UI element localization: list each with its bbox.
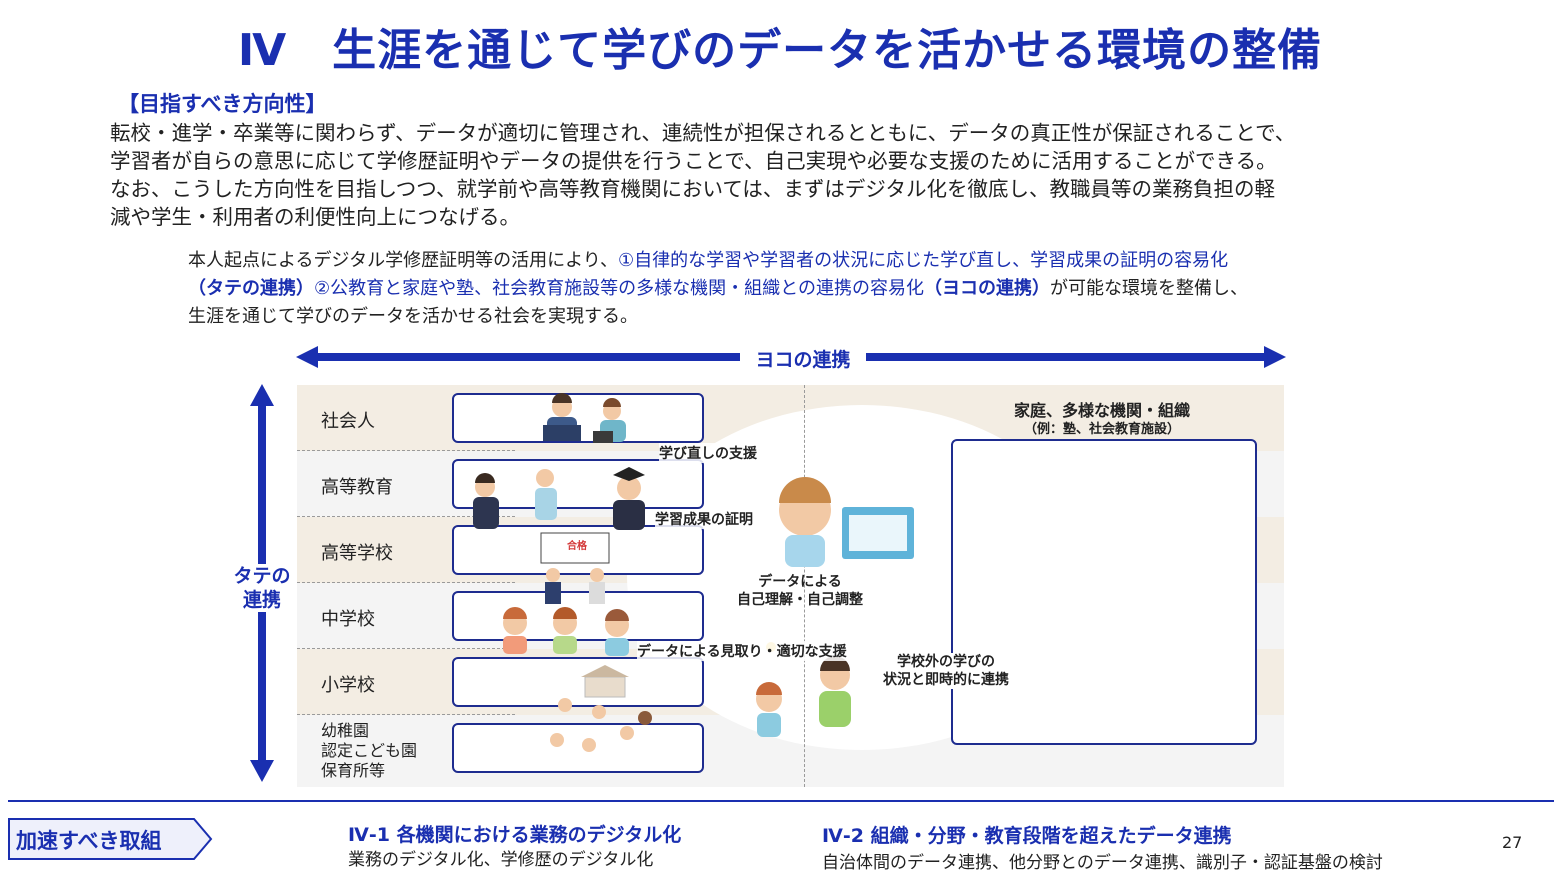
annotation-outside-line-1: 学校外の学びの: [897, 654, 995, 670]
summary-line-3: 生涯を通じて学びのデータを活かせる社会を実現する。: [188, 306, 638, 327]
page-title: Ⅳ 生涯を通じて学びのデータを活かせる環境の整備: [237, 25, 1323, 76]
exam-pass-illustration: [540, 532, 610, 604]
direction-line-4: 減や学生・利用者の利便性向上につなげる。: [110, 205, 520, 229]
annotation-outside-learning: 学校外の学びの 状況と即時的に連携: [883, 653, 1009, 689]
stage-separator: [297, 516, 515, 517]
page-number: 27: [1502, 833, 1523, 852]
direction-heading: 【目指すべき方向性】: [118, 92, 327, 116]
adult-laptop-illustration: [593, 398, 626, 443]
annotation-proof-of-learning: 学習成果の証明: [655, 509, 753, 529]
tag-arrow-icon: [8, 818, 213, 860]
summary-tate-goal: ①自律的な学習や学習者の状況に応じた学び直し、学習成果の証明の容易化: [618, 250, 1229, 271]
initiative-2-title: Ⅳ-2 組織・分野・教育段階を超えたデータ連携: [822, 825, 1232, 847]
annotation-self-line-2: 自己理解・自己調整: [737, 592, 863, 608]
stage-box-preschool: [452, 723, 704, 773]
direction-line-1: 転校・進学・卒業等に関わらず、データが適切に管理され、連続性が担保されるとともに…: [110, 121, 1296, 145]
tate-label-line-2: 連携: [242, 589, 281, 611]
preschool-line-2: 認定こども園: [321, 741, 418, 760]
stage-label-koutou-kyouiku: 高等教育: [321, 477, 393, 498]
stage-label-koutou-gakkou: 高等学校: [321, 543, 393, 564]
students-discussing-illustration: [473, 469, 557, 529]
preschool-line-3: 保育所等: [321, 761, 386, 780]
stage-separator: [297, 648, 515, 649]
annotation-self-regulation: データによる 自己理解・自己調整: [737, 573, 863, 609]
annotation-relearn-support: 学び直しの支援: [659, 443, 757, 463]
student-dashboard-illustration: [779, 477, 914, 567]
middle-school-kids-illustration: [503, 607, 629, 656]
stage-label-chugakkou: 中学校: [321, 609, 375, 630]
preschool-line-1: 幼稚園: [321, 721, 370, 740]
annotation-outside-line-2: 状況と即時的に連携: [883, 672, 1009, 688]
summary-yoko-label: （ヨコの連携）: [923, 278, 1050, 299]
initiative-2-desc: 自治体間のデータ連携、他分野とのデータ連携、識別子・認証基盤の検討: [822, 853, 1383, 873]
stage-box-chugakkou: [452, 591, 704, 641]
tate-label: タテの 連携: [226, 564, 298, 612]
bottom-divider: [8, 800, 1554, 802]
initiative-1-title: Ⅳ-1 各機関における業務のデジタル化: [348, 824, 682, 846]
accelerate-label: 加速すべき取組: [16, 829, 162, 853]
family-subtitle: （例：塾、社会教育施設）: [1023, 422, 1180, 437]
school-building-illustration: [581, 665, 629, 698]
family-title: 家庭、多様な機関・組織: [1013, 401, 1190, 420]
summary-text: が可能な環境を整備し、: [1049, 278, 1248, 299]
stage-box-shougakkou: [452, 657, 704, 707]
summary-line-1: 本人起点によるデジタル学修歴証明等の活用により、①自律的な学習や学習者の状況に応…: [188, 246, 1228, 272]
initiative-1-desc: 業務のデジタル化、学修歴のデジタル化: [348, 850, 654, 870]
preschool-kids-illustration: [550, 698, 652, 752]
adult-reader-illustration: [543, 393, 581, 441]
graduate-illustration: [613, 467, 645, 530]
summary-line-2: （タテの連携）②公教育と家庭や塾、社会教育施設等の多様な機関・組織との連携の容易…: [188, 274, 1248, 300]
summary-text: 本人起点によるデジタル学修歴証明等の活用により、: [188, 250, 619, 271]
direction-line-2: 学習者が自らの意思に応じて学修歴証明やデータの提供を行うことで、自己実現や必要な…: [110, 149, 1277, 173]
stage-separator: [297, 450, 515, 451]
summary-tate-label: （タテの連携）: [188, 278, 314, 299]
center-divider: [804, 385, 805, 787]
pass-sign-text: 合格: [567, 541, 587, 552]
annotation-data-support: データによる見取り・適切な支援: [637, 641, 847, 661]
learning-stages-diagram: 社会人 高等教育 高等学校 中学校 小学校 幼稚園 認定こども園 保育所等: [297, 385, 1284, 787]
stage-separator: [297, 714, 515, 715]
tate-label-line-1: タテの: [233, 565, 291, 587]
stage-separator: [297, 582, 515, 583]
summary-yoko-goal: ②公教育と家庭や塾、社会教育施設等の多様な機関・組織との連携の容易化: [314, 278, 924, 299]
stage-label-shakaijin: 社会人: [321, 411, 375, 432]
yoko-label: ヨコの連携: [740, 345, 866, 372]
stage-label-shougakkou: 小学校: [321, 675, 375, 696]
direction-line-3: なお、こうした方向性を目指しつつ、就学前や高等教育機関においては、まずはデジタル…: [110, 177, 1276, 201]
annotation-self-line-1: データによる: [758, 574, 842, 590]
family-institutions-box: [951, 439, 1257, 745]
stage-label-preschool: 幼稚園 認定こども園 保育所等: [321, 721, 417, 781]
